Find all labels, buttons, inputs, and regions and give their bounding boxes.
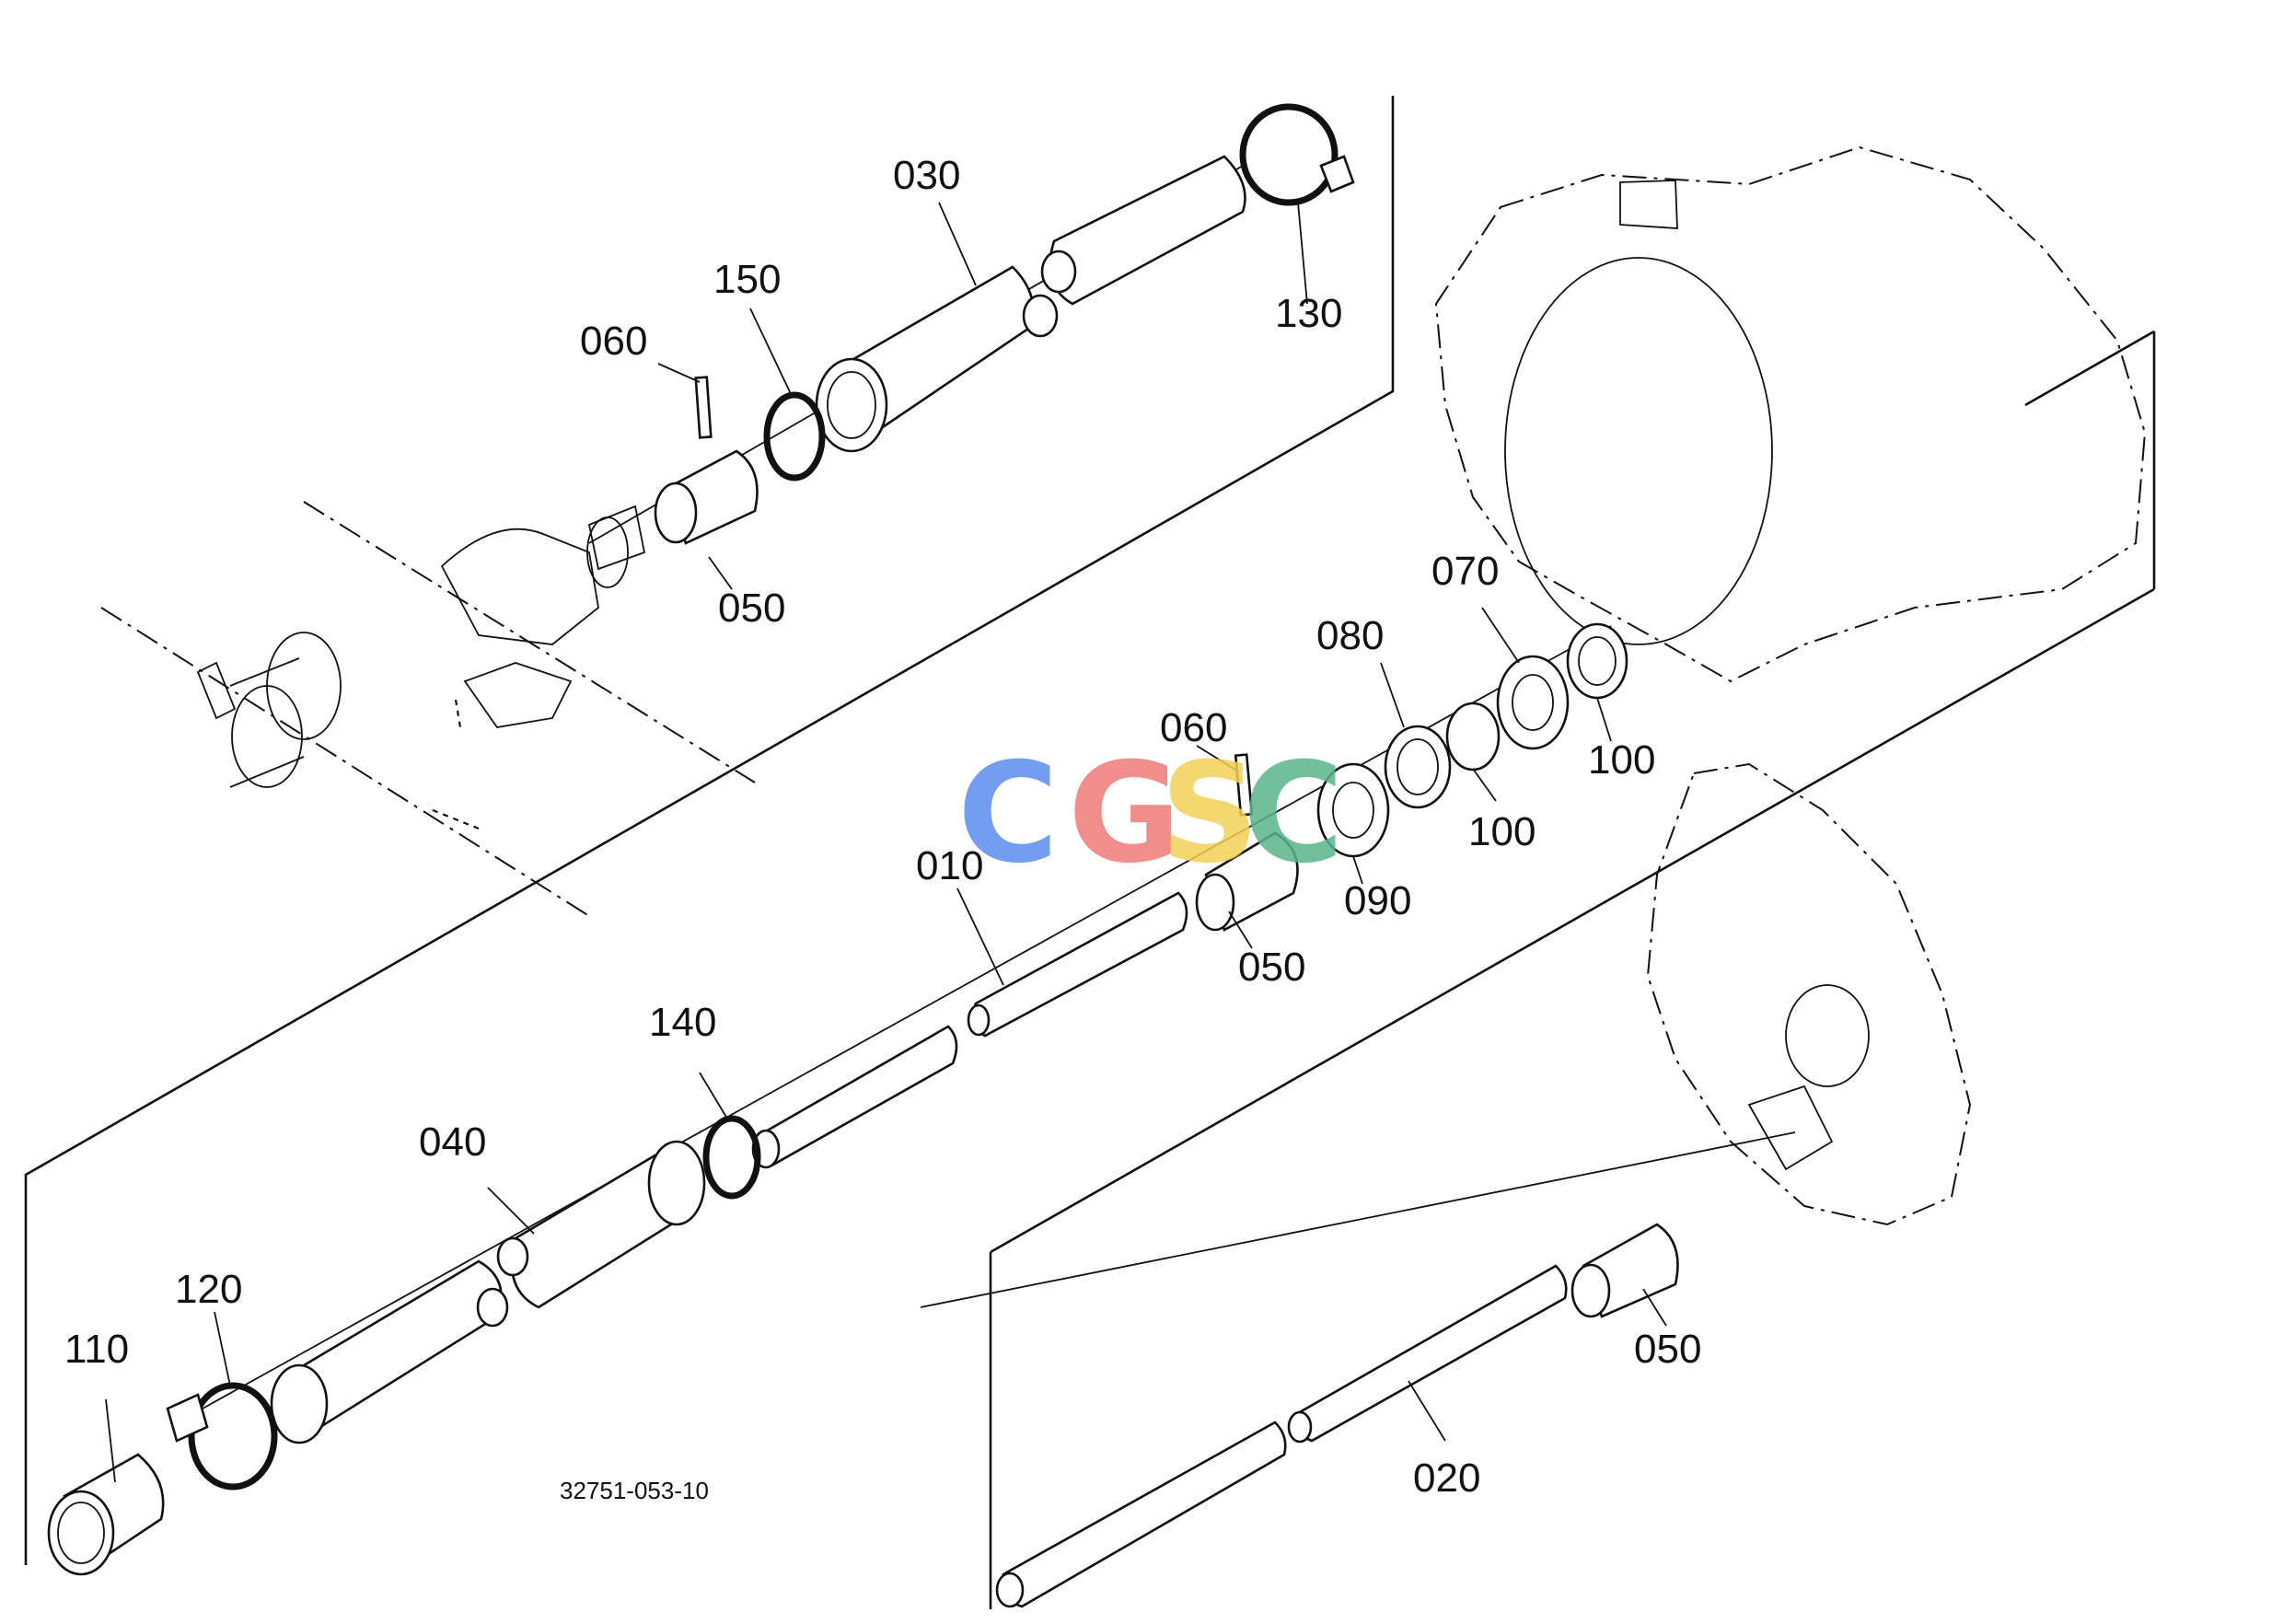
leader-lines	[105, 202, 1667, 1483]
label-010: 010	[916, 843, 983, 888]
shaft-020-near	[1000, 1421, 1287, 1608]
o-ring-140	[702, 1115, 761, 1200]
label-050-right: 050	[1634, 1327, 1701, 1372]
part-labels: 030 150 060 050 130 070 080 060 100 100 …	[64, 153, 1701, 1504]
watermark: C G S C	[957, 734, 1344, 894]
label-120: 120	[175, 1267, 242, 1312]
bearing-070	[1496, 655, 1570, 750]
panel-frames	[24, 96, 2156, 1609]
label-110: 110	[64, 1327, 129, 1372]
tube-030-far	[1049, 155, 1246, 306]
o-ring-150	[763, 391, 826, 481]
hose-clamp-120	[188, 1382, 278, 1491]
label-040: 040	[419, 1119, 486, 1165]
left-housing-outline	[100, 501, 756, 917]
document-number: 32751-053-10	[560, 1477, 709, 1504]
label-100-b: 100	[1588, 737, 1655, 783]
shaft-010	[971, 891, 1188, 1038]
spring-pin-060-mid	[1234, 753, 1254, 817]
shaft-010-splined-end	[758, 1025, 958, 1166]
watermark-letter-g: G	[1068, 734, 1181, 894]
label-150: 150	[713, 257, 781, 302]
label-050-mid: 050	[1238, 945, 1305, 990]
label-090: 090	[1344, 878, 1411, 923]
label-030: 030	[893, 153, 960, 198]
label-080: 080	[1316, 613, 1384, 658]
spacer-100-b	[1566, 622, 1628, 700]
spring-pin-060-top	[694, 376, 713, 439]
lower-right-assembly	[995, 1223, 1679, 1608]
label-070: 070	[1431, 549, 1499, 594]
shaft-020-far	[1293, 1264, 1568, 1443]
right-housing-outline	[1434, 145, 2147, 1226]
watermark-letter-s: S	[1160, 734, 1259, 894]
collar-080	[1384, 725, 1452, 809]
spacer-100-a	[1445, 702, 1501, 771]
label-130: 130	[1275, 291, 1342, 336]
label-100-a: 100	[1468, 809, 1536, 854]
label-140: 140	[649, 1000, 716, 1045]
label-060-mid: 060	[1160, 705, 1227, 750]
label-050-top: 050	[718, 586, 785, 631]
label-020: 020	[1413, 1456, 1480, 1501]
hose-clamp-130	[1239, 103, 1339, 206]
upper-shaft-assembly	[587, 103, 1355, 571]
label-060-top: 060	[580, 319, 647, 364]
lower-left-assembly	[47, 1025, 958, 1576]
watermark-letter-c1: C	[957, 734, 1059, 894]
watermark-letter-c2: C	[1243, 734, 1344, 894]
middle-shaft-assembly	[967, 622, 1628, 1038]
